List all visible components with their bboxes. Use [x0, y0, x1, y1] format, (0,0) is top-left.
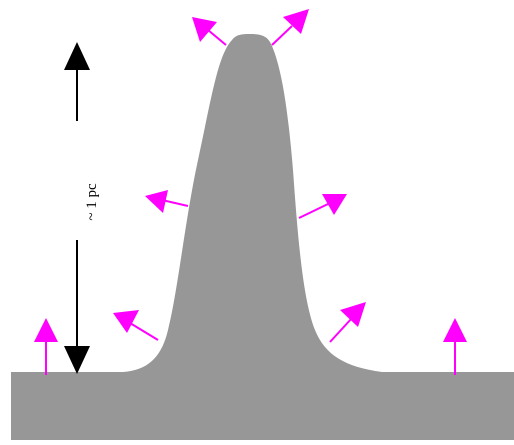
outflow-arrow-icon [271, 9, 309, 46]
outflow-arrow-icon [34, 318, 58, 375]
outflow-arrow-icon [443, 318, 467, 375]
outflow-arrow-icon [329, 302, 366, 343]
outflow-arrow-icon [113, 310, 159, 341]
scale-bar-bottom-arrowhead [64, 346, 90, 374]
scale-bar-label: ~ 1 pc [84, 183, 100, 221]
outflow-arrow-icon [192, 17, 227, 46]
outflow-arrow-icon [145, 190, 189, 213]
scale-bar-top-arrowhead [64, 42, 90, 70]
outflow-arrow-icon [298, 194, 347, 219]
flow-arrows [34, 9, 467, 375]
scale-bar [64, 42, 90, 374]
cloud-pillar-shape [11, 34, 514, 440]
